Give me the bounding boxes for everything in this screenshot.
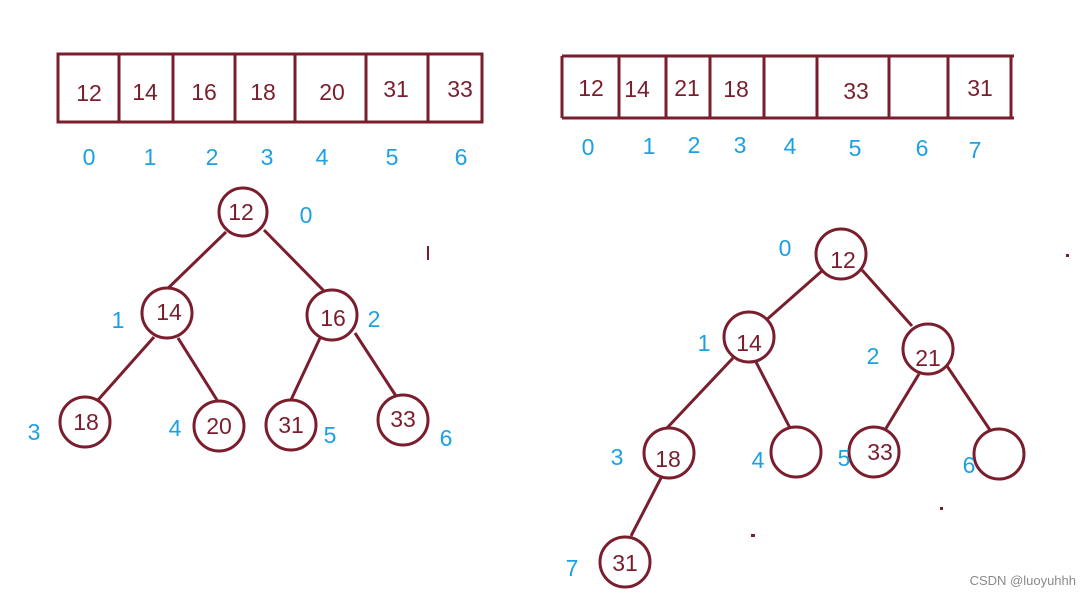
- tree-node-value: 16: [320, 305, 346, 331]
- tree-edge: [629, 475, 664, 537]
- tree-node-index: 6: [440, 425, 453, 451]
- left-array-index: 5: [386, 144, 399, 170]
- tree-edge: [176, 337, 219, 401]
- tree-node-value: 33: [390, 406, 416, 432]
- right-array-index: 1: [643, 133, 656, 159]
- tree-node-circle: [722, 310, 776, 364]
- tree-edge: [158, 230, 228, 298]
- tree-edge: [262, 228, 327, 294]
- right-array-cell: 18: [723, 76, 749, 102]
- right-array: 12 14 21 18 33 31 0 1 2 3 4 5 6 7: [560, 54, 1014, 163]
- tree-edge: [665, 356, 735, 430]
- tree-edge: [353, 332, 398, 397]
- tree-node-circle: [305, 288, 359, 342]
- tree-node-value: 12: [228, 199, 254, 225]
- tree-edge: [860, 269, 914, 327]
- tree-node-circle: [901, 322, 955, 376]
- watermark: CSDN @luoyuhhh: [970, 573, 1076, 588]
- tree-node-index: 6: [963, 452, 976, 478]
- tree-node-circle: [192, 399, 246, 453]
- left-array-index: 0: [83, 144, 96, 170]
- tree-node-index: 4: [169, 415, 182, 441]
- tree-node-index: 7: [566, 555, 579, 581]
- tree-node-index: 0: [300, 202, 313, 228]
- tree-node-index: 3: [28, 419, 41, 445]
- tree-node-circle: [769, 425, 823, 479]
- tree-node-circle: [814, 227, 868, 281]
- tree-node-value: 31: [612, 550, 638, 576]
- tree-node-index: 1: [698, 330, 711, 356]
- right-array-index: 3: [734, 132, 747, 158]
- tree-node-index: 2: [867, 343, 880, 369]
- right-array-index: 2: [688, 132, 701, 158]
- tree-node-value: 21: [915, 345, 941, 371]
- tree-node-index: 0: [779, 235, 792, 261]
- tree-edge: [288, 337, 322, 403]
- stray-mark: [1066, 254, 1069, 257]
- tree-node-index: 3: [611, 444, 624, 470]
- tree-node-circle: [376, 393, 430, 447]
- left-array-cell: 16: [191, 79, 217, 105]
- tree-node-index: 5: [838, 445, 851, 471]
- tree-edge: [883, 373, 921, 431]
- tree-node-index: 4: [752, 447, 765, 473]
- right-array-index: 7: [969, 137, 982, 163]
- left-array-index: 6: [455, 144, 468, 170]
- tree-node-circle: [58, 395, 112, 449]
- right-array-index: 6: [916, 135, 929, 161]
- left-array-frame: [56, 52, 484, 124]
- tree-node-value: 31: [278, 412, 304, 438]
- left-array-cell: 31: [383, 76, 409, 102]
- tree-node-circle: [264, 398, 318, 452]
- tree-node-circle: [642, 426, 696, 480]
- tree-node-value: 18: [73, 409, 99, 435]
- tree-node-value: 20: [206, 413, 232, 439]
- tree-node-circle: [598, 535, 652, 589]
- right-array-index: 0: [582, 134, 595, 160]
- right-array-index: 5: [849, 135, 862, 161]
- left-array-cell: 20: [319, 79, 345, 105]
- tree-edge: [945, 365, 992, 431]
- left-array-index: 2: [206, 144, 219, 170]
- left-array-cell: 14: [132, 79, 158, 105]
- left-array-cell: 12: [76, 80, 102, 106]
- tree-node-value: 18: [655, 446, 681, 472]
- right-array-cell: 21: [674, 75, 700, 101]
- left-array-cell: 18: [250, 79, 276, 105]
- left-array-index: 3: [261, 144, 274, 170]
- tree-node-index: 2: [368, 306, 381, 332]
- right-tree: 12 14 21 18 33 31 0 1 2 3 4 5 6 7: [566, 227, 1026, 589]
- tree-node-index: 5: [324, 422, 337, 448]
- stray-mark: [940, 507, 943, 510]
- right-array-cell: 14: [624, 76, 650, 102]
- tree-node-value: 14: [736, 330, 762, 356]
- tree-node-value: 12: [830, 247, 856, 273]
- tree-edge: [96, 336, 156, 401]
- left-tree: 12 14 16 18 20 31 33 0 1 2 3 4 5 6: [28, 186, 453, 453]
- right-array-cell: 12: [578, 75, 604, 101]
- stray-mark: [751, 534, 755, 537]
- tree-node-value: 14: [156, 299, 182, 325]
- right-array-index: 4: [784, 133, 797, 159]
- tree-edge: [754, 361, 792, 429]
- tree-node-circle: [972, 427, 1026, 481]
- left-array: 12 14 16 18 20 31 33 0 1 2 3 4 5 6: [56, 52, 484, 170]
- tree-node-circle: [847, 425, 901, 479]
- left-array-cell: 33: [447, 76, 473, 102]
- right-array-cell: 31: [967, 75, 993, 101]
- tree-node-index: 1: [112, 307, 125, 333]
- tree-edge: [763, 268, 824, 324]
- tree-node-circle: [140, 286, 194, 340]
- left-array-index: 1: [144, 144, 157, 170]
- left-array-index: 4: [316, 144, 329, 170]
- tree-node-circle: [217, 186, 269, 238]
- right-array-cell: 33: [843, 78, 869, 104]
- tree-node-value: 33: [867, 439, 893, 465]
